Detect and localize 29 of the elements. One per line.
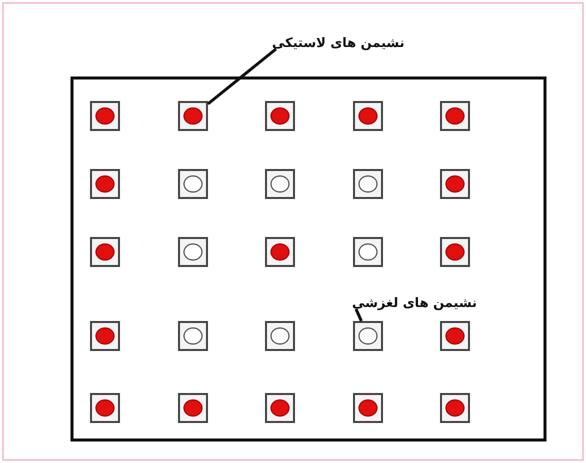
- bearing-pad: [353, 393, 383, 423]
- bearing-pad: [178, 393, 208, 423]
- bearing-pad: [90, 101, 120, 131]
- bearing-pad: [265, 237, 295, 267]
- sliding-bearing-pad: [178, 321, 208, 351]
- bearing-pad: [90, 321, 120, 351]
- bearing-pad: [90, 393, 120, 423]
- leader-line: [354, 308, 363, 322]
- sliding-bearing-pad: [178, 169, 208, 199]
- leader-line: [207, 48, 277, 106]
- bearing-pad: [353, 101, 383, 131]
- bearing-pad: [440, 237, 470, 267]
- bearing-pad: [90, 237, 120, 267]
- callout-label: نشیمن های لغزشی: [352, 296, 477, 311]
- sliding-bearing-pad: [353, 321, 383, 351]
- sliding-bearing-pad: [353, 169, 383, 199]
- bearing-pad: [440, 321, 470, 351]
- bearing-pad: [440, 101, 470, 131]
- sliding-bearing-pad: [265, 169, 295, 199]
- bearing-pad: [265, 393, 295, 423]
- sliding-bearing-pad: [353, 237, 383, 267]
- bearing-pad: [265, 101, 295, 131]
- sliding-bearing-pad: [178, 237, 208, 267]
- callout-label: نشیمن های لاستیکی: [272, 36, 404, 51]
- bearing-pad: [440, 393, 470, 423]
- bearing-pad: [440, 169, 470, 199]
- bearing-pad: [90, 169, 120, 199]
- bearing-pad: [178, 101, 208, 131]
- sliding-bearing-pad: [265, 321, 295, 351]
